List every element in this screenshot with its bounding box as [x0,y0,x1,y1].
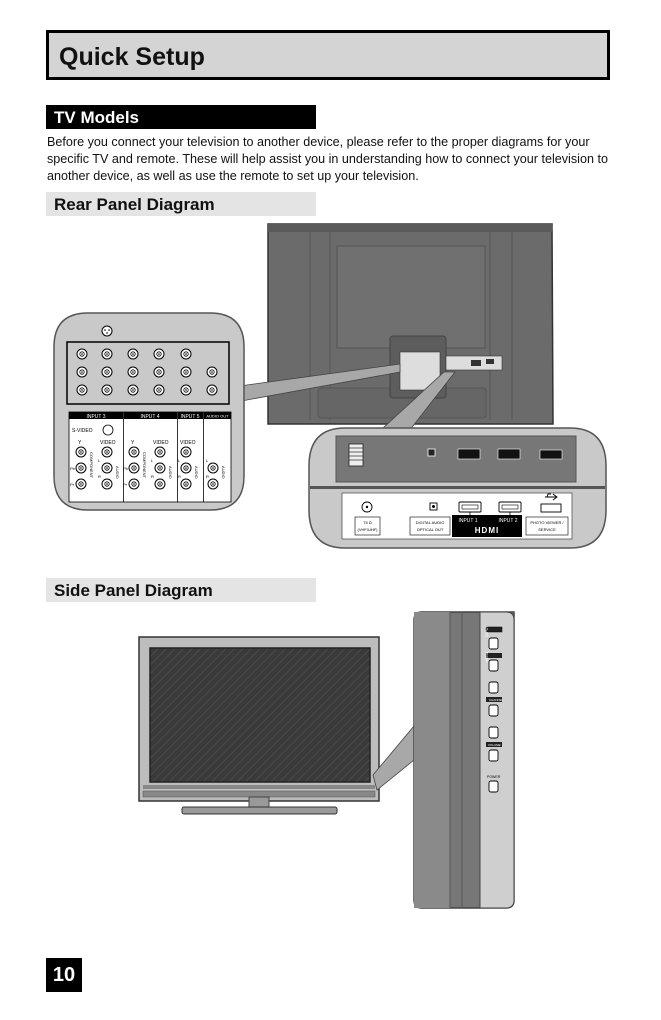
label-input-4: INPUT 4 [140,414,159,420]
label-pb-2: Pb [123,466,129,471]
label-photo-line2: SERVICE [538,527,556,532]
label-component: COMPONENT [89,452,94,479]
label-l-4: L [206,458,209,463]
label-audio-3: AUDIO [194,466,199,479]
side-label-power: POWER [487,775,501,779]
label-input-2: INPUT 2 [498,518,517,524]
section-heading-tv-models: TV Models [46,105,316,129]
page-title-box: Quick Setup [46,30,610,80]
label-l: L [98,458,101,463]
label-pr-2: Pr [123,482,128,487]
label-input-5: INPUT 5 [180,414,199,420]
label-video: VIDEO [100,440,116,446]
label-r-2: R [151,474,154,479]
label-audio-4: AUDIO [221,466,226,479]
label-input-3: INPUT 3 [86,414,105,420]
label-audio: AUDIO [115,466,120,479]
usb-icon [545,493,558,501]
label-r-3: R [178,474,181,479]
side-label-volume: VOLUME [488,743,501,747]
label-l-3: L [178,458,181,463]
label-pr: Pr [70,482,75,487]
rear-hdmi-panel-zoom: 75 Ω (VHF/UHF) DIGITAL AUDIO OPTICAL OUT… [308,427,607,549]
label-antenna-line1: 75 Ω [363,520,372,525]
label-hdmi-logo: HDMI [475,526,499,535]
label-digital-line1: DIGITAL AUDIO [416,520,445,525]
label-r: R [98,474,101,479]
intro-paragraph: Before you connect your television to an… [47,135,608,183]
label-input-1: INPUT 1 [458,518,477,524]
rear-av-panel-zoom: INPUT 3 INPUT 4 INPUT 5 AUDIO OUT S-VIDE… [53,312,245,511]
side-label-channel: CHANNEL [489,698,504,702]
label-audio-2: AUDIO [168,466,173,479]
label-l-2: L [151,458,154,463]
label-photo-line1: PHOTO VIEWER / [530,520,564,525]
label-y: Y [78,440,82,446]
section-heading-side-panel: Side Panel Diagram [46,578,316,602]
tv-rear-view [267,223,554,425]
tv-front-view [138,636,380,815]
label-component-2: COMPONENT [142,452,147,479]
page-title: Quick Setup [59,43,205,71]
section-heading-rear-panel: Rear Panel Diagram [46,192,316,216]
side-panel-zoom: INPUT MENU CHANNEL VOLUME POWER [413,611,515,909]
label-y-2: Y [131,440,135,446]
page-number: 10 [46,958,82,992]
label-s-video: S-VIDEO [72,428,93,434]
label-digital-line2: OPTICAL OUT [417,527,444,532]
side-label-input: INPUT [484,624,489,637]
label-video-3: VIDEO [180,440,196,446]
label-audio-out: AUDIO OUT [206,414,229,419]
side-label-menu: MENU [485,651,489,662]
label-r-4: R [206,474,209,479]
label-video-2: VIDEO [153,440,169,446]
label-pb: Pb [70,466,76,471]
label-antenna-line2: (VHF/UHF) [358,527,379,532]
